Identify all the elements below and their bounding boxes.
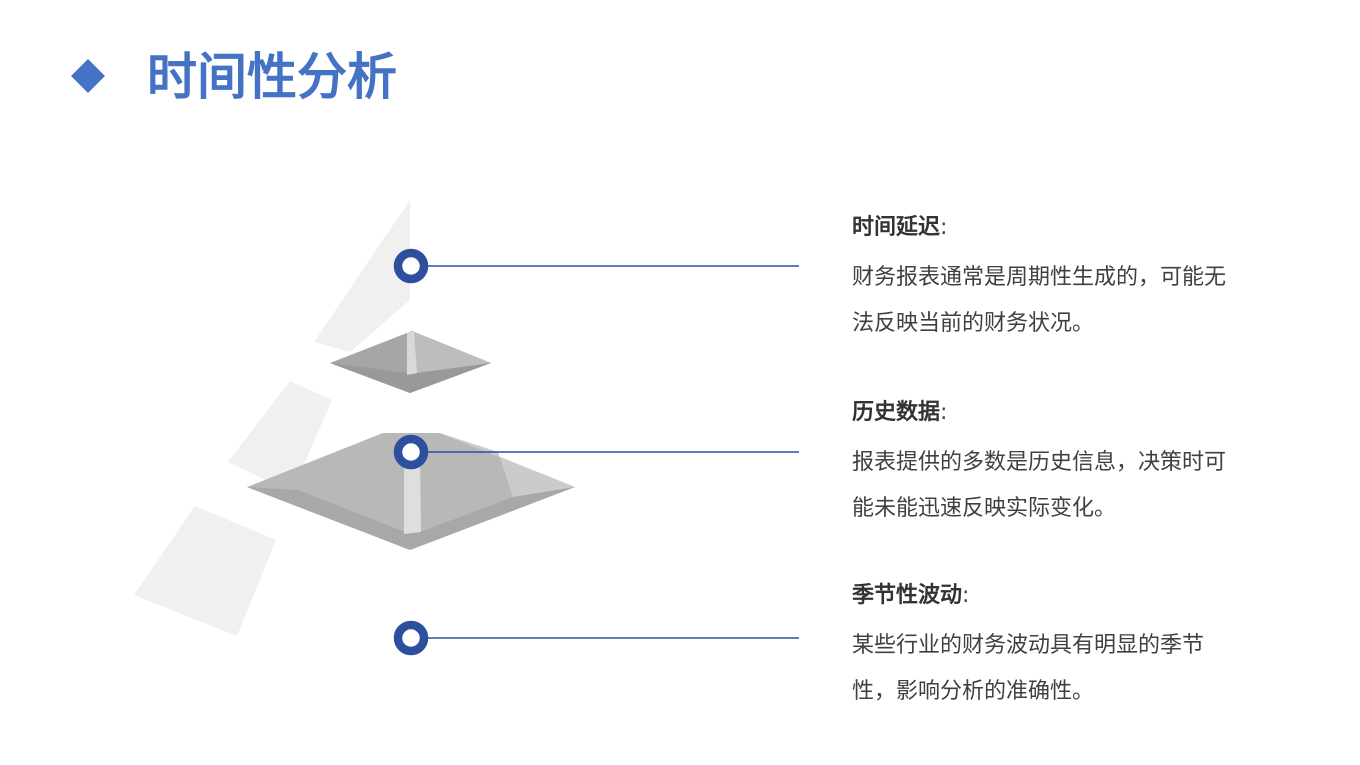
info-item-colon: : [940,400,948,425]
connector-1 [393,248,799,284]
connector-node-2 [393,434,429,470]
info-item-title: 季节性波动 [852,583,963,608]
info-item-time-delay: 时间延迟: 财务报表通常是周期性生成的，可能无法反映当前的财务状况。 [852,214,1252,347]
info-item-colon: : [940,215,948,240]
background-panel-top [314,200,410,352]
connector-node-1 [393,248,429,284]
info-item-description: 某些行业的财务波动具有明显的季节性，影响分析的准确性。 [852,633,1205,704]
info-item-heading: 历史数据: [852,399,1252,427]
connector-3 [393,620,799,656]
info-item-title: 历史数据 [852,400,941,425]
info-item-heading: 时间延迟: [852,214,1252,242]
info-item-title: 时间延迟 [852,215,941,240]
connector-2 [393,434,799,470]
pyramid-layer-bottom [247,433,575,550]
info-item-heading: 季节性波动: [852,582,1252,610]
pyramid-layer-top [330,331,491,393]
info-item-description: 报表提供的多数是历史信息，决策时可能未能迅速反映实际变化。 [852,450,1227,521]
background-panel-middle [228,381,332,492]
info-item-description: 财务报表通常是周期性生成的，可能无法反映当前的财务状况。 [852,265,1227,336]
connector-node-3 [393,620,429,656]
page-title: 时间性分析 [147,48,397,106]
info-item-seasonal-fluctuation: 季节性波动: 某些行业的财务波动具有明显的季节性，影响分析的准确性。 [852,582,1252,715]
info-item-colon: : [962,583,970,608]
info-item-historical-data: 历史数据: 报表提供的多数是历史信息，决策时可能未能迅速反映实际变化。 [852,399,1252,532]
background-panel-bottom [134,506,276,636]
